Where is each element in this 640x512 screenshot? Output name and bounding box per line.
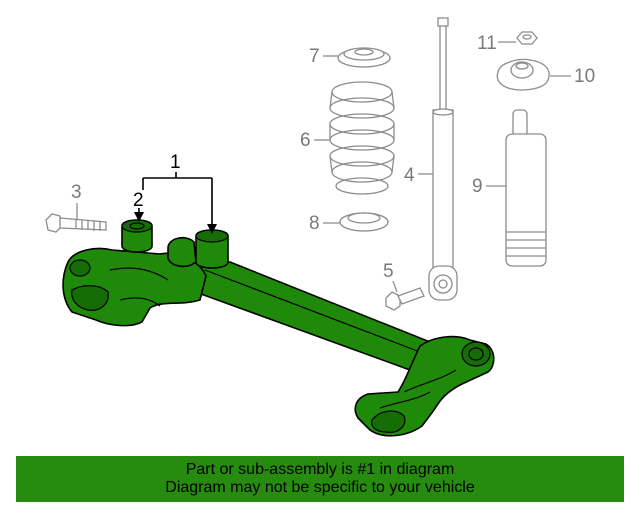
- callout-3: 3: [71, 182, 82, 203]
- callout-4: 4: [404, 165, 415, 186]
- part-8-lower-spring-seat[interactable]: [339, 212, 389, 232]
- callout-10: 10: [574, 66, 595, 87]
- callout-7: 7: [309, 46, 320, 67]
- callout-8: 8: [309, 213, 320, 234]
- part-1-rear-axle-assembly[interactable]: [62, 229, 495, 437]
- part-5-bolt[interactable]: [385, 287, 425, 311]
- part-6-coil-spring[interactable]: [329, 81, 395, 195]
- info-banner: Part or sub-assembly is #1 in diagram Di…: [16, 456, 624, 502]
- callout-5: 5: [383, 261, 394, 282]
- part-3-pivot-bolt[interactable]: [45, 213, 107, 233]
- callout-6: 6: [300, 130, 311, 151]
- callout-2: 2: [133, 190, 144, 211]
- leader-5: [392, 280, 398, 293]
- banner-line-2: Diagram may not be specific to your vehi…: [165, 479, 475, 496]
- part-10-upper-mount[interactable]: [496, 58, 550, 91]
- arrow-1-icon: [207, 224, 217, 234]
- part-9-dust-boot[interactable]: [505, 109, 547, 267]
- banner-line-1: Part or sub-assembly is #1 in diagram: [185, 461, 455, 478]
- callout-9: 9: [472, 176, 483, 197]
- part-7-upper-spring-seat[interactable]: [337, 47, 391, 68]
- part-2-bushing[interactable]: [121, 219, 153, 253]
- parts-diagram: 7 6 8 4 11 10: [45, 17, 595, 437]
- part-11-nut[interactable]: [516, 31, 538, 45]
- callout-1: 1: [170, 152, 181, 173]
- callout-11: 11: [477, 33, 497, 54]
- arrow-2-icon: [134, 212, 144, 222]
- leader-1: [142, 172, 213, 232]
- part-4-shock-absorber[interactable]: [428, 17, 458, 301]
